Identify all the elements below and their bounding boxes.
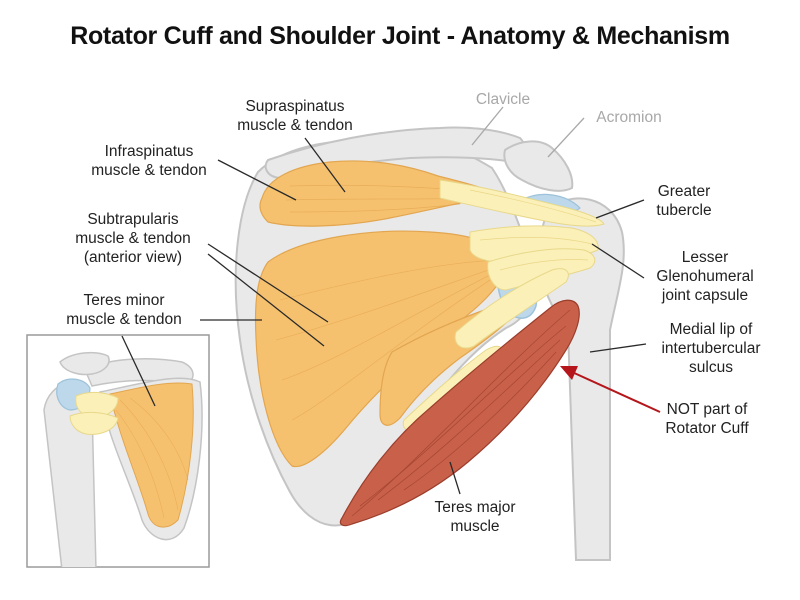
label-greater-tubercle-line2: tubercle (656, 202, 711, 219)
label-greater-tubercle-line1: Greater (658, 183, 711, 200)
subtrapularis-leader-2 (207, 253, 325, 347)
inset-posterior-view (43, 351, 203, 567)
label-lesser-line2: Glenohumeral (656, 268, 753, 285)
supraspinatus-leader (304, 137, 346, 193)
lesser-leader (591, 243, 645, 279)
infraspinatus-leader (217, 159, 297, 201)
label-lesser-line1: Lesser (682, 249, 729, 266)
label-teres-minor-line1: Teres minor (84, 292, 165, 309)
label-subtrapularis-line1: Subtrapularis (87, 211, 179, 228)
label-subtrapularis-line2: muscle & tendon (75, 230, 190, 247)
label-teres-major-line2: muscle (450, 518, 499, 535)
label-infraspinatus-line2: muscle & tendon (91, 162, 206, 179)
label-teres-major-line1: Teres major (435, 499, 516, 516)
label-not-part-line1: NOT part of (667, 401, 748, 418)
teres-minor-inset-leader (121, 335, 156, 407)
diagram-title: Rotator Cuff and Shoulder Joint - Anatom… (70, 22, 730, 50)
teres-major-leader (449, 461, 461, 495)
label-not-part-line2: Rotator Cuff (665, 420, 749, 437)
tendon-fibers (469, 189, 597, 271)
clavicle-leader (471, 106, 504, 146)
greater-tubercle-leader (595, 199, 645, 219)
subtrapularis-leader (207, 243, 329, 323)
label-clavicle: Clavicle (476, 91, 530, 108)
label-acromion: Acromion (596, 109, 661, 126)
teres-major-fibers (351, 309, 571, 517)
medial-lip-leader (589, 343, 647, 353)
label-infraspinatus-line1: Infraspinatus (105, 143, 194, 160)
label-medial-lip-line3: sulcus (689, 359, 733, 376)
not-part-arrow (560, 366, 661, 413)
label-lesser-line3: joint capsule (661, 287, 748, 304)
acromion-leader (547, 117, 585, 158)
label-medial-lip-line1: Medial lip of (670, 321, 753, 338)
acromion-bone (503, 140, 574, 192)
subscapularis-fibers (275, 259, 501, 421)
label-supraspinatus-line2: muscle & tendon (237, 117, 352, 134)
label-medial-lip-line2: intertubercular (661, 340, 760, 357)
label-supraspinatus-line1: Supraspinatus (245, 98, 344, 115)
label-subtrapularis-line3: (anterior view) (84, 249, 182, 266)
label-teres-minor-line2: muscle & tendon (66, 311, 181, 328)
